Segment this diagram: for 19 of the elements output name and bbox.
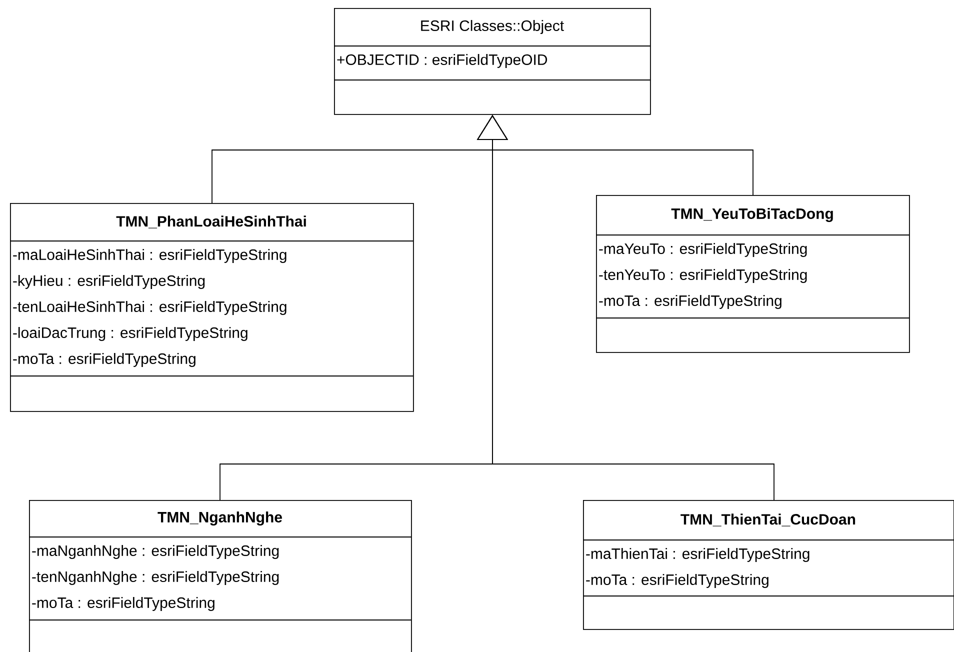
attribute-text: -maThienTai : esriFieldTypeString [586, 548, 810, 562]
attribute-text: -maLoaiHeSinhThai : esriFieldTypeString [13, 249, 286, 263]
class-name: TMN_YeuToBiTacDong [671, 208, 833, 222]
attribute-text: -maYeuTo : esriFieldTypeString [599, 243, 807, 257]
class-name: ESRI Classes::Object [421, 20, 564, 34]
attribute-text: -tenNganhNghe : esriFieldTypeString [32, 571, 279, 585]
attribute-text: -moTa : esriFieldTypeString [13, 353, 196, 367]
attribute-text: -loaiDacTrung : esriFieldTypeString [13, 327, 248, 341]
attribute-text: +OBJECTID : esriFieldTypeOID [337, 54, 548, 68]
attribute-text: -kyHieu : esriFieldTypeString [13, 275, 205, 289]
attribute-text: -moTa : esriFieldTypeString [586, 574, 768, 588]
class-name: TMN_PhanLoaiHeSinhThai [116, 216, 306, 228]
attribute-text: -tenLoaiHeSinhThai : esriFieldTypeString [13, 301, 286, 315]
class-name: TMN_ThienTai_CucDoan [680, 514, 856, 526]
attribute-text: -maNganhNghe : esriFieldTypeString [32, 545, 279, 559]
attribute-text: -moTa : esriFieldTypeString [32, 597, 214, 611]
attribute-text: -moTa : esriFieldTypeString [599, 295, 782, 309]
class-name: TMN_NganhNghe [158, 511, 282, 526]
attribute-text: -tenYeuTo : esriFieldTypeString [599, 269, 807, 283]
